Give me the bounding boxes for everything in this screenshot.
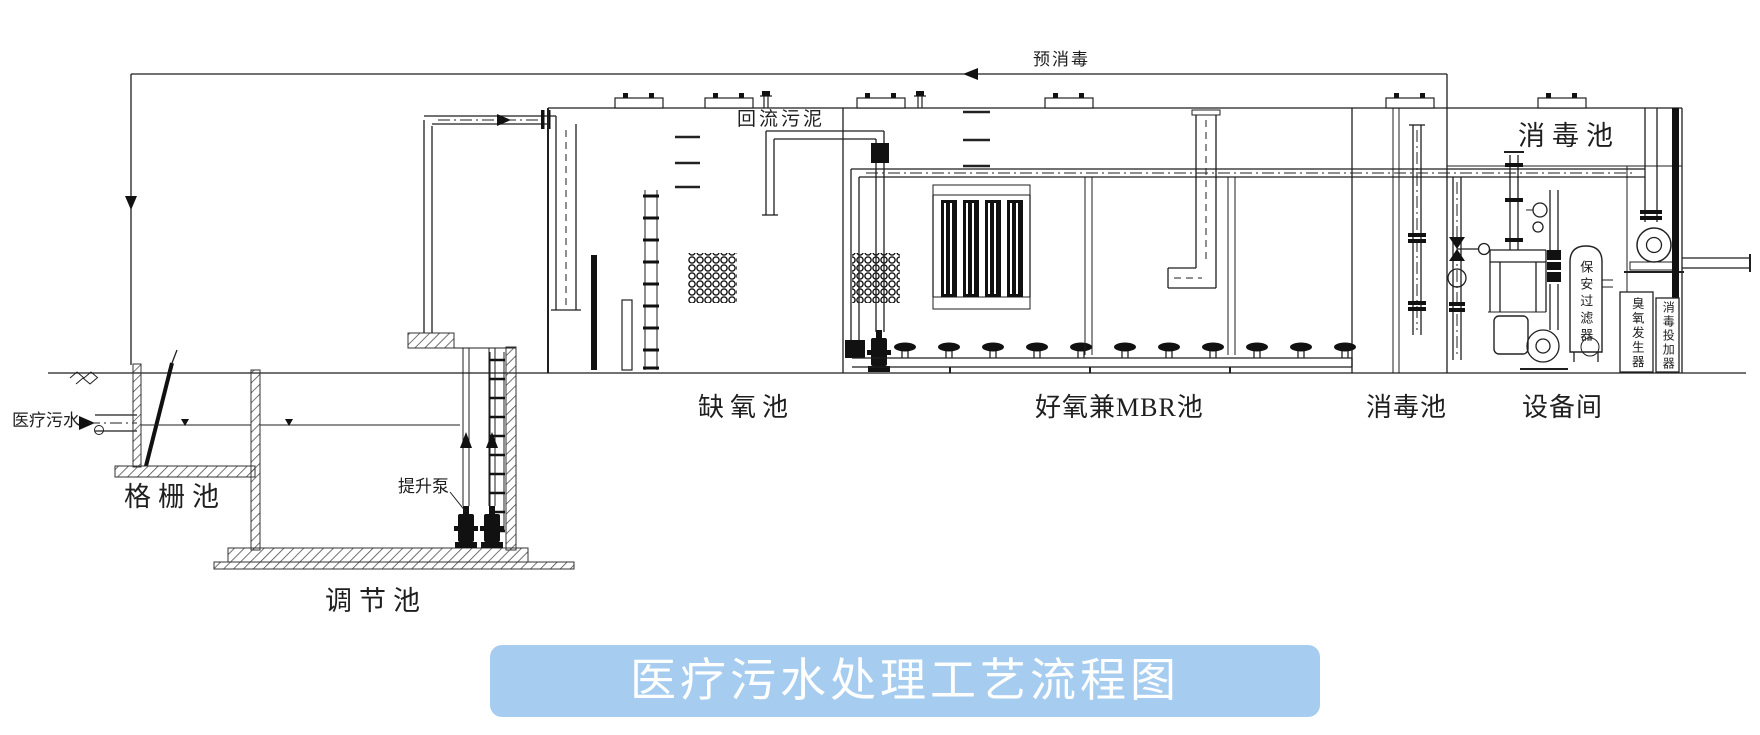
label-equipment-room: 设备间	[1522, 393, 1604, 422]
feed-pipe	[423, 110, 581, 333]
anoxic-tank-internals	[591, 135, 737, 371]
ozone-pump	[1636, 227, 1672, 263]
lift-pumps	[449, 348, 504, 548]
disinfection-section-pipes	[1392, 108, 1426, 373]
bar-screen	[144, 362, 174, 467]
water-level-mark	[181, 419, 189, 426]
manifold-supports	[949, 367, 1231, 373]
ozone-room	[1619, 108, 1751, 373]
pump-pedestal	[1629, 261, 1679, 271]
ladder	[489, 358, 505, 533]
outfall-pipe	[1682, 257, 1750, 269]
mbr-module	[932, 110, 1031, 310]
up-arrowhead	[460, 432, 472, 448]
membrane-cassettes	[941, 200, 1023, 297]
down-arrowhead	[125, 196, 137, 210]
label-aerobic-mbr-tank: 好氧兼MBR池	[1035, 393, 1204, 422]
pump-volute	[1526, 329, 1560, 363]
label-disinfection-tank-top: 消毒池	[1518, 121, 1620, 151]
up-arrowhead	[486, 432, 498, 448]
label-anoxic-tank: 缺氧池	[698, 393, 795, 422]
inlet-pipe	[79, 414, 137, 435]
u-pipe	[1489, 249, 1547, 312]
wellhead-collar	[407, 332, 455, 349]
gauge	[1532, 202, 1548, 218]
label-ozone-generator: 臭氧发生器	[1629, 297, 1644, 370]
label-disinfectant-doser: 消毒投加器	[1661, 301, 1676, 371]
check-ball	[1447, 268, 1467, 288]
label-return-sludge: 回流污泥	[737, 109, 826, 130]
label-regulating-tank: 调节池	[325, 586, 427, 616]
aeration-system	[845, 168, 1645, 373]
dark-riser-pipe	[1672, 108, 1679, 298]
label-disinfection-tank: 消毒池	[1366, 393, 1448, 422]
doser-box	[1655, 297, 1680, 373]
ozone-generator-box	[1619, 291, 1654, 373]
label-medical-wastewater: 医疗污水	[12, 411, 80, 430]
screen-tank	[114, 349, 261, 551]
label-lift-pump: 提升泵	[398, 477, 449, 496]
dosing-pipe	[1509, 155, 1519, 250]
air-drop-pipes	[1084, 177, 1236, 355]
label-pre-disinfection: 预消毒	[1033, 50, 1090, 69]
label-security-filter: 保安过滤器	[1578, 260, 1594, 345]
level-marks	[675, 135, 700, 189]
equipment-room-pipes	[1447, 151, 1682, 370]
label-screen-tank: 格栅池	[124, 482, 226, 512]
valve	[871, 143, 889, 163]
valve-handwheel	[1477, 242, 1491, 256]
dosing-tank	[1493, 315, 1529, 355]
ground-break-mark	[69, 371, 99, 385]
valve-train	[1547, 272, 1561, 282]
return-sludge-pipe	[762, 130, 891, 372]
pre-disinfection-line	[125, 68, 1448, 373]
diffuser-grid	[688, 253, 737, 303]
gate-valve	[1449, 237, 1465, 249]
inflow-arrowhead	[79, 416, 95, 430]
left-arrowhead	[963, 68, 978, 80]
regulating-tank	[213, 332, 575, 570]
diagram-title: 医疗污水处理工艺流程图	[630, 655, 1180, 706]
flow-arrowhead	[497, 114, 511, 126]
ground-line	[48, 371, 1746, 385]
gauge	[1532, 221, 1544, 233]
downcomer-pipe	[1167, 109, 1221, 289]
water-level-mark	[285, 419, 293, 426]
diffuser-grid	[852, 253, 900, 303]
security-filter-vessel	[1569, 245, 1613, 362]
main-tank-block	[547, 90, 1683, 373]
drain-pump	[1580, 337, 1600, 357]
lift-pump-leader	[449, 491, 467, 513]
air-valve	[845, 340, 865, 358]
level-marks	[963, 110, 990, 168]
title-banner: 医疗污水处理工艺流程图	[490, 645, 1320, 717]
ladder	[643, 194, 659, 370]
sludge-pump	[867, 330, 891, 372]
